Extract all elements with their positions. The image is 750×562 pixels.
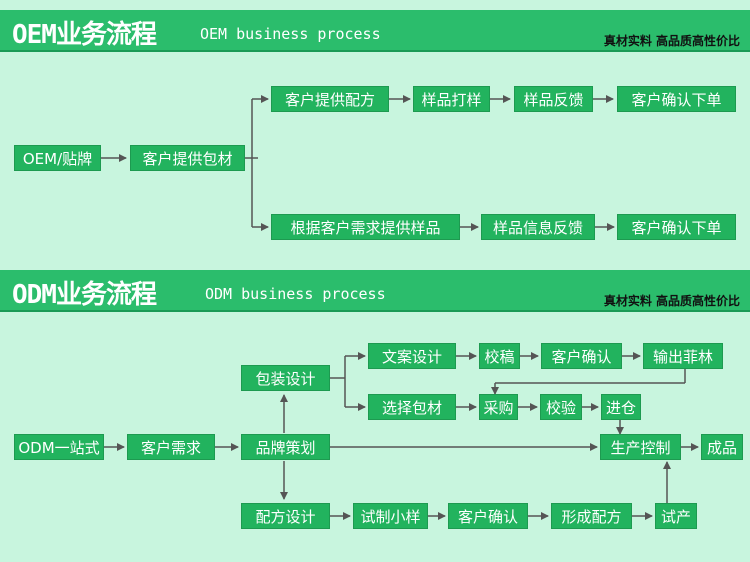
odm-node-formula-design: 配方设计 [241,503,330,529]
odm-title: ODM业务流程 [12,280,157,310]
oem-node-confirm-order-2: 客户确认下单 [617,214,736,240]
odm-node-demand: 客户需求 [127,434,215,460]
odm-node-production: 生产控制 [600,434,681,460]
odm-node-inspect: 校验 [540,394,582,420]
odm-node-film: 输出菲林 [643,343,723,369]
oem-node-package: 客户提供包材 [130,145,245,171]
odm-node-client-confirm-1: 客户确认 [541,343,622,369]
odm-tagline: 真材实料 高品质高性价比 [603,294,740,308]
odm-node-trial-prod: 试产 [655,503,697,529]
oem-header-band: OEM业务流程 OEM business process 真材实料 高品质高性价… [0,10,750,52]
odm-subtitle: ODM business process [205,285,386,303]
oem-node-start: OEM/贴牌 [14,145,101,171]
odm-node-client-confirm-2: 客户确认 [448,503,528,529]
oem-node-sample-print: 样品打样 [413,86,490,112]
odm-node-choose-pack: 选择包材 [368,394,456,420]
oem-node-custom-sample: 根据客户需求提供样品 [271,214,460,240]
odm-node-start: ODM一站式 [14,434,104,460]
oem-title: OEM业务流程 [12,20,157,50]
odm-node-brand: 品牌策划 [241,434,330,460]
oem-tagline: 真材实料 高品质高性价比 [603,34,740,48]
odm-node-pack-design: 包装设计 [241,365,330,391]
odm-node-purchase: 采购 [479,394,518,420]
odm-node-form-formula: 形成配方 [551,503,632,529]
oem-subtitle: OEM business process [200,25,381,43]
odm-node-copy-design: 文案设计 [368,343,456,369]
oem-node-sample-feedback: 样品反馈 [514,86,593,112]
odm-node-trial-small: 试制小样 [353,503,428,529]
oem-node-formula: 客户提供配方 [271,86,389,112]
odm-node-product: 成品 [701,434,743,460]
odm-node-warehouse: 进仓 [601,394,641,420]
odm-header-band: ODM业务流程 ODM business process 真材实料 高品质高性价… [0,270,750,312]
oem-node-info-feedback: 样品信息反馈 [481,214,595,240]
odm-node-proof: 校稿 [479,343,520,369]
oem-node-confirm-order-1: 客户确认下单 [617,86,736,112]
